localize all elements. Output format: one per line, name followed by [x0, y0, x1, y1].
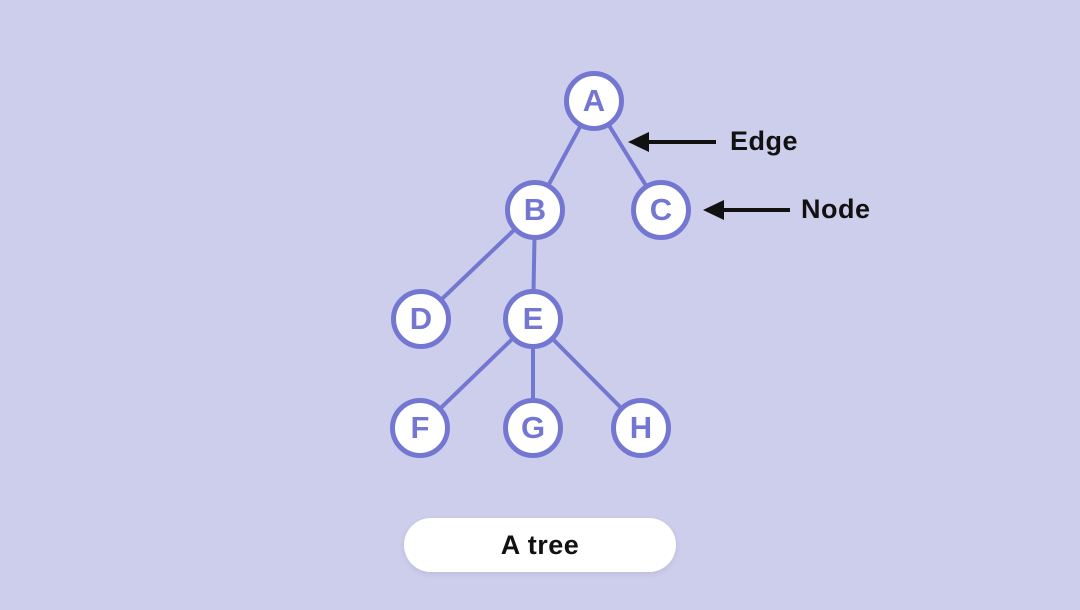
- node-annotation-label: Node: [801, 193, 871, 224]
- caption-text: A tree: [500, 529, 580, 560]
- caption-pill: A tree: [404, 518, 676, 572]
- node-letter: G: [520, 409, 546, 445]
- node-letter: A: [582, 82, 606, 118]
- node-letter: C: [649, 191, 673, 227]
- tree-node-d: D: [391, 289, 451, 349]
- node-letter: F: [410, 409, 430, 445]
- edge-annotation-arrow: [628, 132, 716, 152]
- edge-annotation-label: Edge: [730, 125, 799, 156]
- node-annotation-arrow: [703, 200, 790, 220]
- node-letter: D: [409, 300, 433, 336]
- tree-node-f: F: [390, 398, 450, 458]
- tree-node-b: B: [505, 180, 565, 240]
- tree-node-h: H: [611, 398, 671, 458]
- tree-node-g: G: [503, 398, 563, 458]
- tree-node-a: A: [564, 71, 624, 131]
- tree-node-c: C: [631, 180, 691, 240]
- tree-node-e: E: [503, 289, 563, 349]
- node-letter: B: [523, 191, 547, 227]
- node-letter: E: [522, 300, 544, 336]
- node-letter: H: [629, 409, 653, 445]
